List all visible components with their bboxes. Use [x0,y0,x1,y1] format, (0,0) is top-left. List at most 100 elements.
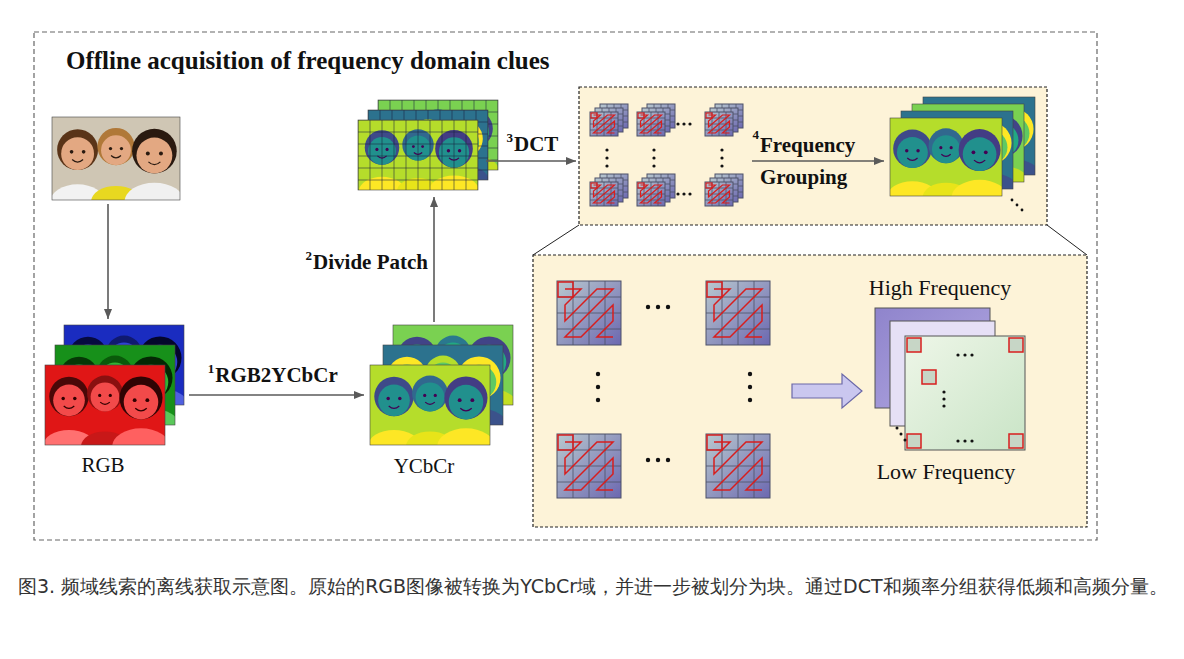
figure-eye [905,149,908,152]
dct-block [705,182,733,206]
figure-mouth [907,158,917,160]
y-channel [370,365,490,445]
dc-marker [707,435,722,450]
figure-face [897,137,928,168]
figure-body [125,183,180,200]
dct-block [706,281,770,345]
ellipsis-dot [605,148,608,151]
picture-border [52,117,180,200]
figure-eye [159,152,163,156]
ellipsis-dot [646,305,650,309]
diagram-title: Offline acquisition of frequency domain … [66,46,550,76]
ellipsis-dot [970,439,973,442]
figure-hair [132,129,177,174]
ellipsis-dot [605,156,608,159]
figure-hair [49,377,88,416]
figure-face [378,385,410,417]
figure-eye [70,150,74,154]
dc-marker [558,435,573,450]
picture-border [45,365,165,445]
node-label: Low Frequency [877,460,1016,484]
patch-line [358,168,478,169]
figure-face [932,135,960,163]
picture-border [358,120,478,190]
figure-eye [939,146,942,149]
figure-eye [146,152,150,156]
figure-hair [374,377,413,416]
node-label: YCbCr [394,454,455,478]
ellipsis-dot [646,458,650,462]
flow-arrow [433,197,435,322]
figure-face [136,138,172,174]
ellipsis-dot [963,353,966,356]
figure-mouth [974,160,985,163]
ellipsis-dot [970,353,973,356]
red-channel [45,365,165,445]
dct-block [706,434,770,498]
coefficient-marker [1009,338,1023,352]
ellipsis-dot [963,439,966,442]
figure-eye [972,150,976,154]
figure-mouth [100,402,110,404]
figure-face [416,383,445,412]
figure-hair [893,129,931,167]
picture-border [370,365,490,445]
zigzag-scan [565,442,613,490]
figure-eye [916,149,919,152]
figure-eye [120,147,123,150]
figure-body [429,175,478,190]
flow-arrow [752,160,884,162]
zigzag-scan [714,442,762,490]
ellipsis-dot [688,122,691,125]
figure-eye [423,394,426,397]
figure-mouth [941,154,950,156]
patch-line [358,144,478,145]
ellipsis-dot [652,164,655,167]
figure-eye [984,150,988,154]
figure-face [124,385,159,420]
ellipsis-dot [942,397,945,400]
node-label: High Frequency [869,276,1011,300]
figure-eye [458,398,462,402]
ellipsis-dot [748,385,752,389]
callout-number: 4 [753,127,760,142]
figure-mouth [64,406,75,408]
dct-block [557,434,621,498]
ellipsis-dot [682,192,685,195]
ellipsis-dot [900,433,903,436]
ellipsis-dot [748,372,752,376]
outer-frame [34,32,1097,540]
dc-marker [706,113,712,118]
zigzag-scan [714,289,762,337]
figure-face [963,137,997,171]
coefficient-marker [907,338,921,352]
input-photo [52,117,180,200]
ellipsis-dot [676,192,679,195]
flow-arrow [486,160,576,162]
ellipsis-dot [942,404,945,407]
callout-number: 1 [208,361,215,376]
dct-block [637,182,665,206]
figure-eye [434,394,437,397]
patch-line [358,156,478,157]
ellipsis-dot [942,390,945,393]
zoom-panel [533,255,1087,527]
patch-line [358,132,478,133]
node-label: RGB [81,453,124,477]
frequency-sheet [905,336,1025,450]
figure-eye [109,147,112,150]
ellipsis-dot [596,398,600,402]
zigzag-scan [565,289,613,337]
figure-eye [73,397,77,401]
callout-number: 3 [507,130,514,145]
dct-block [637,112,665,136]
figure-face [53,385,85,417]
dc-marker [591,113,597,118]
figure-hair [57,129,98,170]
figure-mouth [425,402,435,404]
coefficient-marker [907,434,921,448]
dct-panel [579,87,1047,225]
patch-line [358,180,478,181]
figure-face [91,383,120,412]
